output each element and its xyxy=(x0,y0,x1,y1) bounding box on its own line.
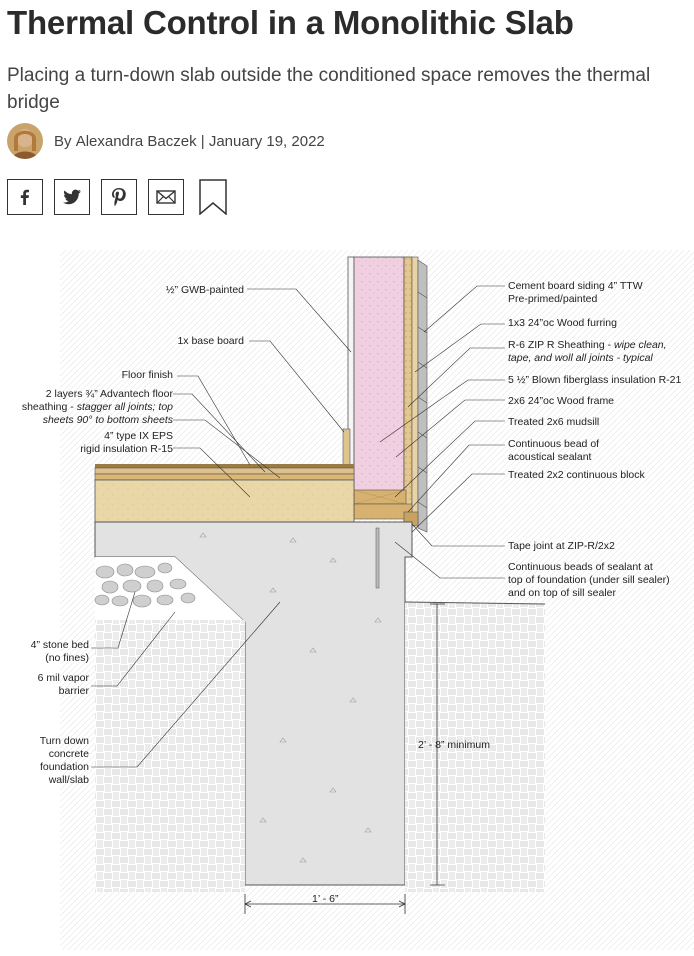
byline-prefix: By xyxy=(54,132,72,150)
label-blown: 5 ½” Blown fiberglass insulation R-21 xyxy=(508,374,681,386)
facebook-icon xyxy=(20,189,29,205)
label-foundation-2: concrete xyxy=(49,748,89,760)
label-floor-finish: Floor finish xyxy=(122,369,174,381)
label-beads-3: and on top of sill sealer xyxy=(508,587,616,599)
label-foundation-1: Turn down xyxy=(40,735,89,747)
author-name-link[interactable]: Alexandra Baczek xyxy=(75,132,197,150)
label-gwb: ½” GWB-painted xyxy=(166,284,244,296)
twitter-icon xyxy=(63,189,81,205)
label-stone-2: (no fines) xyxy=(45,652,89,664)
label-siding-2: Pre-primed/painted xyxy=(508,293,597,305)
label-frame: 2x6 24”oc Wood frame xyxy=(508,395,614,407)
label-advantech-2: sheathing - stagger all joints; top xyxy=(22,401,173,413)
article-subtitle: Placing a turn-down slab outside the con… xyxy=(7,65,651,113)
label-bead-2: acoustical sealant xyxy=(508,451,592,463)
byline-separator: | xyxy=(200,132,205,150)
label-bead-1: Continuous bead of xyxy=(508,438,599,450)
label-eps-1: 4” type IX EPS xyxy=(104,430,173,442)
share-twitter-button[interactable] xyxy=(54,179,90,215)
share-pinterest-button[interactable] xyxy=(101,179,137,215)
label-furring: 1x3 24”oc Wood furring xyxy=(508,317,617,329)
label-advantech-1: 2 layers ¾” Advantech floor xyxy=(46,388,174,400)
label-zip-2: tape, and woll all joints - typical xyxy=(508,352,653,364)
label-eps-2: rigid insulation R-15 xyxy=(80,443,173,455)
page-title: Thermal Control in a Monolithic Slab xyxy=(7,4,574,41)
wall-section-diagram: ½” GWB-painted 1x base board Floor finis… xyxy=(22,250,694,950)
label-block: Treated 2x2 continuous block xyxy=(508,469,646,481)
label-beads-2: top of foundation (under sill sealer) xyxy=(508,574,670,586)
label-mudsill: Treated 2x6 mudsill xyxy=(508,416,599,428)
label-tape: Tape joint at ZIP-R/2x2 xyxy=(508,540,615,552)
bookmark-icon xyxy=(199,179,227,215)
author-avatar[interactable] xyxy=(7,123,43,159)
label-vapor-1: 6 mil vapor xyxy=(38,672,90,684)
label-baseboard: 1x base board xyxy=(177,335,244,347)
pinterest-icon xyxy=(112,188,126,207)
section-drawing: ½” GWB-painted 1x base board Floor finis… xyxy=(0,232,694,951)
share-facebook-button[interactable] xyxy=(7,179,43,215)
byline: By Alexandra Baczek | January 19, 2022 xyxy=(7,122,325,160)
bookmark-button[interactable] xyxy=(195,179,231,215)
label-foundation-4: wall/slab xyxy=(48,774,89,786)
dimension-width: 1’ - 6” xyxy=(312,893,339,905)
label-siding-1: Cement board siding 4” TTW xyxy=(508,280,643,292)
share-bar xyxy=(7,179,231,215)
label-vapor-2: barrier xyxy=(59,685,90,697)
label-foundation-3: foundation xyxy=(40,761,89,773)
label-zip-1: R-6 ZIP R Sheathing - wipe clean, xyxy=(508,339,667,351)
publish-date: January 19, 2022 xyxy=(208,132,325,150)
label-beads-1: Continuous beads of sealant at xyxy=(508,561,653,573)
share-email-button[interactable] xyxy=(148,179,184,215)
label-advantech-3: sheets 90° to bottom sheets xyxy=(43,414,174,426)
dimension-depth: 2’ - 8” minimum xyxy=(418,739,490,751)
email-icon xyxy=(156,190,176,204)
label-stone-1: 4” stone bed xyxy=(31,639,90,651)
